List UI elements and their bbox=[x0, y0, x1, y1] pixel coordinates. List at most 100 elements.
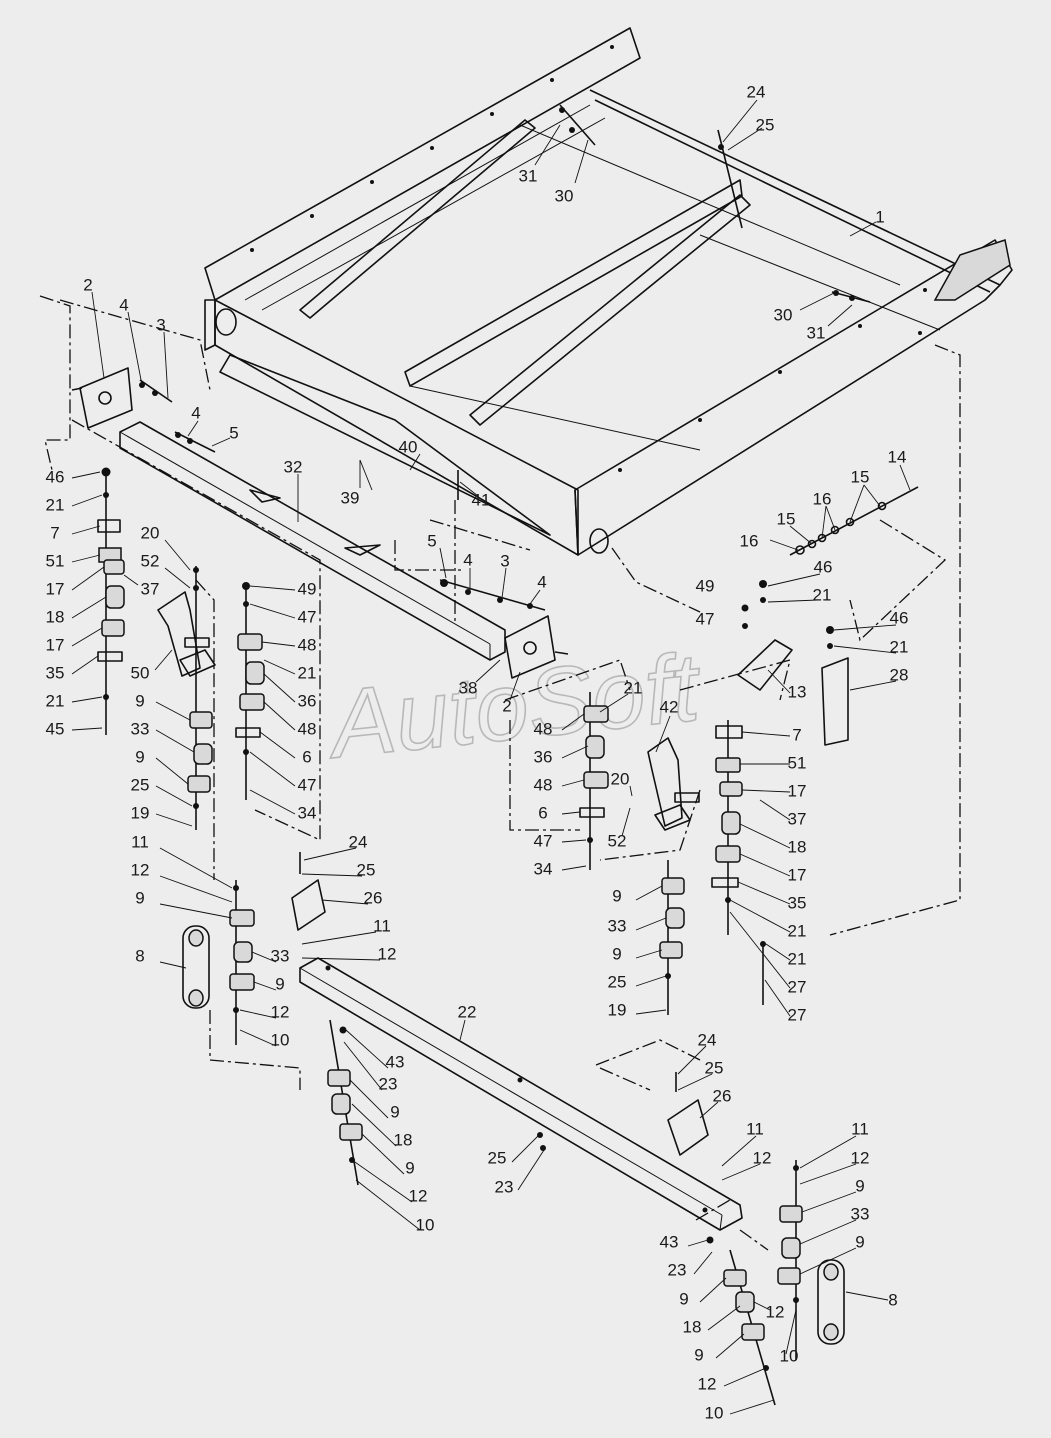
callout-label: 24 bbox=[747, 82, 766, 101]
callout-label: 21 bbox=[890, 637, 909, 656]
callout-label: 20 bbox=[611, 769, 630, 788]
callout-label: 23 bbox=[379, 1074, 398, 1093]
callout-label: 18 bbox=[788, 837, 807, 856]
callout-label: 30 bbox=[555, 186, 574, 205]
callout-label: 34 bbox=[534, 859, 553, 878]
alignment-lines bbox=[39, 295, 961, 1251]
callout-label: 13 bbox=[788, 682, 807, 701]
stack-far-right bbox=[777, 1160, 803, 1360]
callout-label: 34 bbox=[298, 803, 317, 822]
callout-label: 6 bbox=[302, 747, 311, 766]
callout-label: 2 bbox=[83, 275, 92, 294]
callout-label: 9 bbox=[612, 944, 621, 963]
callout-label: 3 bbox=[500, 551, 509, 570]
callout-label: 47 bbox=[534, 831, 553, 850]
callout-label: 33 bbox=[131, 719, 150, 738]
callout-label: 9 bbox=[135, 691, 144, 710]
callout-label: 47 bbox=[298, 607, 317, 626]
callout-label: 25 bbox=[756, 115, 775, 134]
callout-label: 12 bbox=[131, 860, 150, 879]
callout-label: 47 bbox=[696, 609, 715, 628]
callout-label: 25 bbox=[357, 860, 376, 879]
leader-lines bbox=[71, 99, 911, 1415]
callout-label: 43 bbox=[660, 1232, 679, 1251]
callout-label: 33 bbox=[851, 1204, 870, 1223]
callout-label: 17 bbox=[788, 781, 807, 800]
callout-label: 11 bbox=[851, 1119, 869, 1138]
callout-label: 10 bbox=[780, 1346, 799, 1365]
callout-label: 9 bbox=[612, 886, 621, 905]
callout-label: 48 bbox=[534, 775, 553, 794]
callout-label: 1 bbox=[875, 207, 884, 226]
callout-label: 26 bbox=[713, 1086, 732, 1105]
callout-label: 28 bbox=[890, 665, 909, 684]
callout-label: 5 bbox=[427, 531, 436, 550]
callout-label: 16 bbox=[740, 531, 759, 550]
callout-label: 37 bbox=[141, 579, 160, 598]
callout-label: 42 bbox=[660, 697, 679, 716]
callout-label: 21 bbox=[788, 921, 807, 940]
callout-label: 9 bbox=[855, 1232, 864, 1251]
link-left bbox=[182, 925, 210, 1009]
callout-label: 8 bbox=[888, 1290, 897, 1309]
callout-label: 24 bbox=[349, 832, 368, 851]
callout-label: 36 bbox=[298, 691, 317, 710]
callout-label: 12 bbox=[409, 1186, 428, 1205]
callout-label: 5 bbox=[229, 423, 238, 442]
callout-label: 26 bbox=[364, 888, 383, 907]
main-frame bbox=[204, 27, 1013, 556]
callout-label: 10 bbox=[705, 1403, 724, 1422]
callout-label: 12 bbox=[698, 1374, 717, 1393]
callout-label: 19 bbox=[131, 803, 150, 822]
callout-label: 7 bbox=[50, 523, 59, 542]
callout-label: 12 bbox=[753, 1148, 772, 1167]
callout-label: 4 bbox=[537, 572, 546, 591]
callout-label: 19 bbox=[608, 1000, 627, 1019]
callout-label: 7 bbox=[792, 725, 801, 744]
callout-label: 18 bbox=[46, 607, 65, 626]
callout-label: 12 bbox=[378, 944, 397, 963]
callout-label: 6 bbox=[538, 803, 547, 822]
stack-left-b bbox=[187, 566, 213, 830]
callout-label: 47 bbox=[298, 775, 317, 794]
callout-label: 16 bbox=[813, 489, 832, 508]
stack-lower-left bbox=[229, 880, 255, 1045]
callout-label: 9 bbox=[679, 1289, 688, 1308]
cross-beam bbox=[299, 957, 743, 1231]
callout-label: 2 bbox=[502, 696, 511, 715]
plate-26-upper bbox=[291, 879, 326, 931]
callout-label: 25 bbox=[608, 972, 627, 991]
callout-label: 40 bbox=[399, 437, 418, 456]
callout-label: 8 bbox=[135, 946, 144, 965]
callout-label: 51 bbox=[788, 753, 807, 772]
callout-label: 4 bbox=[191, 403, 200, 422]
callout-label: 10 bbox=[271, 1030, 290, 1049]
callout-label: 25 bbox=[705, 1058, 724, 1077]
callout-label: 12 bbox=[766, 1302, 785, 1321]
beam-hardware bbox=[139, 104, 871, 1151]
callout-label: 23 bbox=[495, 1177, 514, 1196]
stack-left-a bbox=[97, 467, 125, 735]
bracket-left bbox=[157, 591, 216, 677]
callout-label: 49 bbox=[298, 579, 317, 598]
callout-label: 43 bbox=[386, 1052, 405, 1071]
callout-label: 46 bbox=[814, 557, 833, 576]
stack-mid-a bbox=[579, 692, 609, 870]
callout-label: 51 bbox=[46, 551, 65, 570]
stack-left-c bbox=[235, 582, 265, 800]
callout-label: 52 bbox=[608, 831, 627, 850]
callout-label: 9 bbox=[390, 1102, 399, 1121]
callout-label: 48 bbox=[298, 635, 317, 654]
callout-label: 4 bbox=[463, 550, 472, 569]
callout-label: 12 bbox=[271, 1002, 290, 1021]
plate-28 bbox=[821, 657, 849, 746]
callout-label: 17 bbox=[46, 579, 65, 598]
callout-label: 27 bbox=[788, 1005, 807, 1024]
callout-label: 22 bbox=[458, 1002, 477, 1021]
link-right bbox=[817, 1259, 845, 1345]
callout-label: 35 bbox=[788, 893, 807, 912]
stack-mid-b bbox=[659, 860, 685, 1015]
callout-label: 48 bbox=[534, 719, 553, 738]
callout-label: 11 bbox=[373, 916, 391, 935]
callout-label: 46 bbox=[46, 467, 65, 486]
